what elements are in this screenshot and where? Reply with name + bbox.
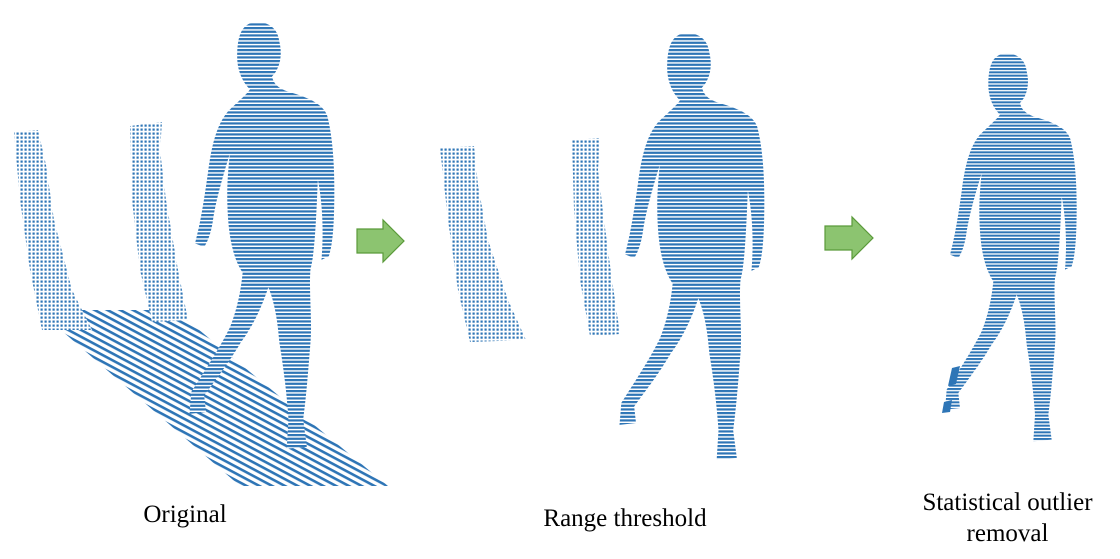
- wall-points-left: [14, 130, 92, 330]
- caption-line: removal: [895, 518, 1120, 549]
- wall-points-right: [572, 138, 620, 336]
- caption-range-threshold: Range threshold: [500, 503, 750, 534]
- wall-points-right: [130, 122, 188, 322]
- floor-points: [38, 310, 388, 486]
- panel-original-point-cloud: [14, 22, 388, 486]
- person-points: [620, 33, 765, 459]
- caption-line: Statistical outlier: [895, 487, 1120, 518]
- right-arrow-icon: [357, 220, 404, 262]
- wall-points-left: [440, 146, 526, 342]
- panel-statistical-outlier-removal-point-cloud: [942, 54, 1077, 442]
- person-points: [945, 54, 1077, 442]
- caption-original: Original: [95, 499, 275, 530]
- right-arrow-icon: [825, 217, 873, 259]
- caption-statistical-outlier-removal: Statistical outlier removal: [895, 487, 1120, 549]
- panel-range-threshold-point-cloud: [440, 33, 764, 459]
